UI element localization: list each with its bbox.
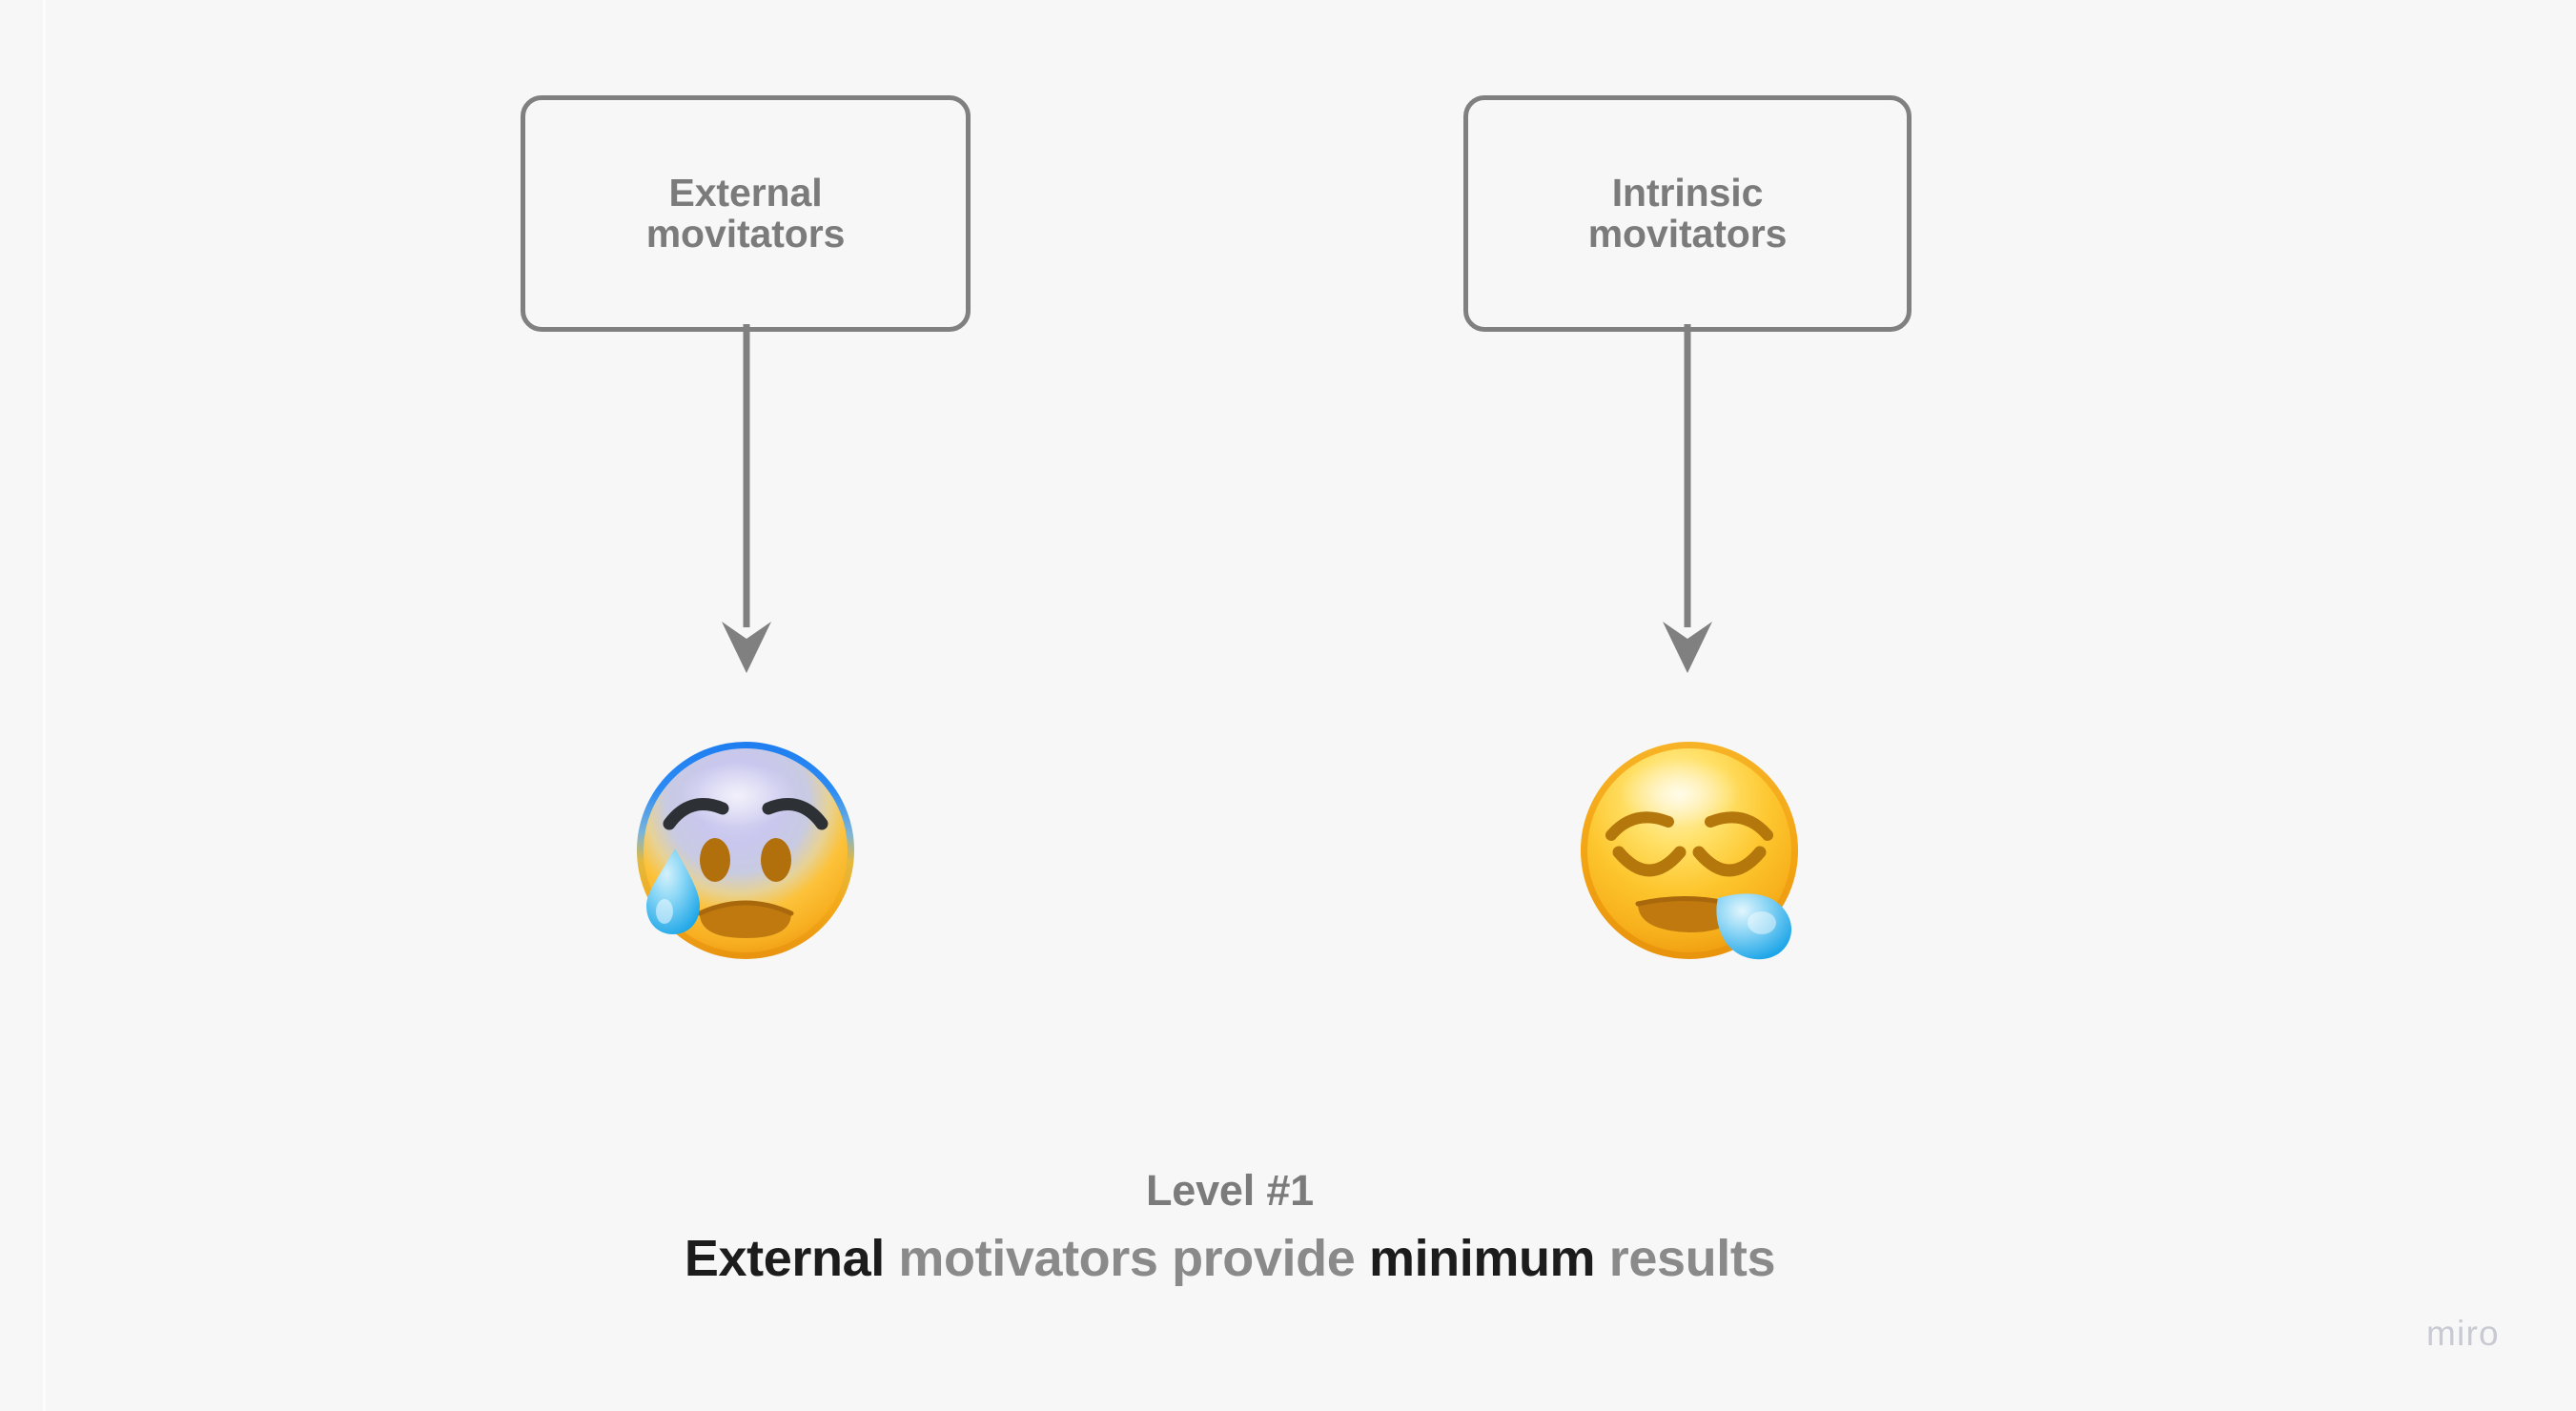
caption-block: Level #1 External motivators provide min… [0,1165,2460,1288]
arrow-down-icon-intrinsic[interactable] [1659,324,1716,677]
node-box-intrinsic-movitators[interactable]: Intrinsic movitators [1463,95,1912,332]
frame-edge-divider [43,0,46,1411]
arrow-down-icon-external[interactable] [718,324,775,677]
caption-phrase-motivators-provide: motivators provide [884,1230,1369,1288]
caption-level-label: Level #1 [1145,1166,1315,1215]
caption-word-external: External [684,1230,885,1288]
node-box-external-movitators[interactable]: External movitators [521,95,971,332]
caption-statement: External motivators provide minimum resu… [0,1229,2460,1288]
caption-word-minimum: minimum [1368,1230,1596,1288]
sleepy-face-emoji [1581,742,1798,960]
node-box-intrinsic-label: Intrinsic movitators [1587,170,1788,256]
node-box-external-label: External movitators [645,170,846,256]
anxious-face-with-sweat-emoji [637,742,854,959]
miro-watermark: miro [2426,1314,2500,1353]
caption-word-results: results [1595,1230,1776,1288]
